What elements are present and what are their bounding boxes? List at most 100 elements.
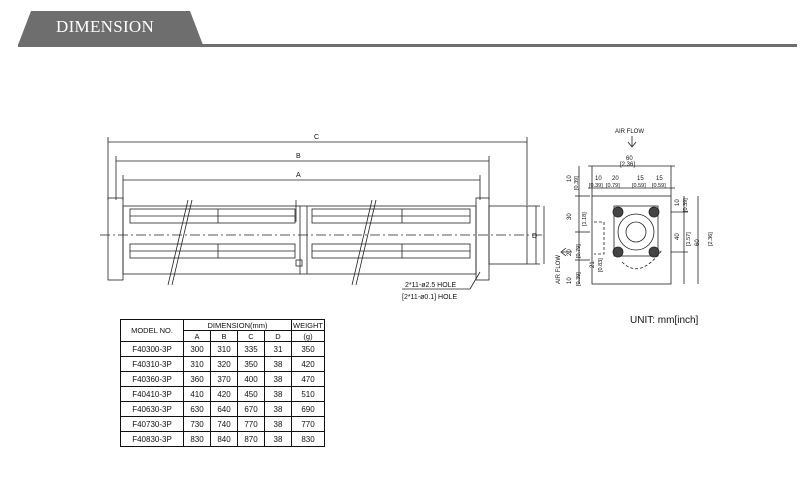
cell-a: 360 [183,371,211,387]
motor-circle [617,213,655,251]
cell-weight: 350 [291,341,325,357]
header-d: D [264,330,292,342]
motor-mount-plate [613,205,659,257]
right-end-bracket [475,197,490,281]
label-d: D [532,233,537,240]
header-c: C [237,330,265,342]
cell-model: F40300-3P [120,341,184,357]
side-left-21-inch: [0.83] [598,258,604,272]
cell-c: 350 [237,356,265,372]
side-right-60-inch: [2.36] [708,232,714,246]
cell-weight: 690 [291,401,325,417]
label-a: A [296,172,301,179]
cell-b: 370 [210,371,238,387]
cell-c: 670 [237,401,265,417]
section-divider [18,44,797,47]
cell-c: 770 [237,416,265,432]
cell-b: 420 [210,386,238,402]
side-right-40: 40 [675,233,681,240]
cell-b: 840 [210,431,238,447]
side-right-40-inch: [1.57] [686,232,692,246]
side-seg-2: 20 [612,176,619,182]
cell-d: 38 [264,401,292,417]
cell-c: 335 [237,341,265,357]
label-c: C [314,134,319,141]
cell-model: F40730-3P [120,416,184,432]
cell-weight: 420 [291,356,325,372]
table-row: F40300-3P 300 310 335 31 350 [120,341,325,357]
side-seg-2-inch: [0.79] [606,183,620,189]
cell-model: F40310-3P [120,356,184,372]
table-row: F40310-3P 310 320 350 38 420 [120,356,325,372]
header-dimension: DIMENSION(mm) [183,319,292,331]
side-seg-4: 15 [656,176,663,182]
hole-note-mm: 2*11-ø2.5 HOLE [405,282,457,289]
side-view-housing [591,195,672,285]
cell-a: 410 [183,386,211,402]
header-a: A [183,330,211,342]
side-top-dim-inch: [2.36] [620,162,635,168]
cell-a: 310 [183,356,211,372]
cell-d: 38 [264,356,292,372]
cell-c: 400 [237,371,265,387]
cell-weight: 510 [291,386,325,402]
cell-model: F40410-3P [120,386,184,402]
table-row: F40360-3P 360 370 400 38 470 [120,371,325,387]
side-seg-1-inch: [0.39] [589,183,603,189]
side-left-21: 21 [590,261,596,268]
cell-a: 300 [183,341,211,357]
side-left-30: 30 [567,213,573,220]
cell-model: F40360-3P [120,371,184,387]
section-title: DIMENSION [56,17,155,36]
side-left-10b: 10 [567,277,573,284]
cell-model: F40830-3P [120,431,184,447]
side-right-10: 10 [675,199,681,206]
side-left-30-inch: [1.18] [582,212,588,226]
side-left-10b-inch: [0.39] [576,272,582,286]
table-row: F40730-3P 730 740 770 38 770 [120,416,325,432]
cell-weight: 770 [291,416,325,432]
fan-housing [122,205,477,275]
side-left-10-inch: [0.39] [574,176,580,190]
side-top-dim: 60 [626,156,633,162]
air-flow-arrow-left [560,247,572,257]
air-flow-label-top: AIR FLOW [615,129,644,135]
table-row: F40830-3P 830 840 870 38 830 [120,431,325,447]
cell-d: 38 [264,416,292,432]
header-b: B [210,330,238,342]
side-seg-3-inch: [0.59] [632,183,646,189]
header-weight: WEIGHT [291,319,325,331]
cell-b: 640 [210,401,238,417]
unit-label: UNIT: mm[inch] [630,315,699,326]
header-model: MODEL NO. [120,319,184,342]
side-left-20: 20 [567,249,573,256]
side-seg-1: 10 [595,176,602,182]
cell-b: 740 [210,416,238,432]
cell-a: 830 [183,431,211,447]
cell-weight: 830 [291,431,325,447]
cell-weight: 470 [291,371,325,387]
table-row: F40410-3P 410 420 450 38 510 [120,386,325,402]
cell-d: 38 [264,386,292,402]
cell-d: 38 [264,371,292,387]
side-left-20-inch: [0.79] [576,244,582,258]
hole-note-inch: [2*11-ø0.1] HOLE [402,294,457,301]
cell-c: 450 [237,386,265,402]
air-flow-label-side: AIR FLOW [556,255,562,284]
side-right-60: 60 [695,239,701,246]
section-header-tab [18,11,203,45]
side-left-10: 10 [567,175,573,182]
cell-c: 870 [237,431,265,447]
cell-a: 630 [183,401,211,417]
cell-model: F40630-3P [120,401,184,417]
side-right-10-inch: [0.39] [683,198,689,212]
cell-a: 730 [183,416,211,432]
dimension-table: MODEL NO. DIMENSION(mm) WEIGHT A B C D (… [120,319,325,447]
side-seg-4-inch: [0.59] [652,183,666,189]
side-seg-3: 15 [637,176,644,182]
table-row: F40630-3P 630 640 670 38 690 [120,401,325,417]
air-flow-arrow-down [627,136,637,148]
header-weight-unit: (g) [291,330,325,342]
left-end-bracket [107,197,124,281]
